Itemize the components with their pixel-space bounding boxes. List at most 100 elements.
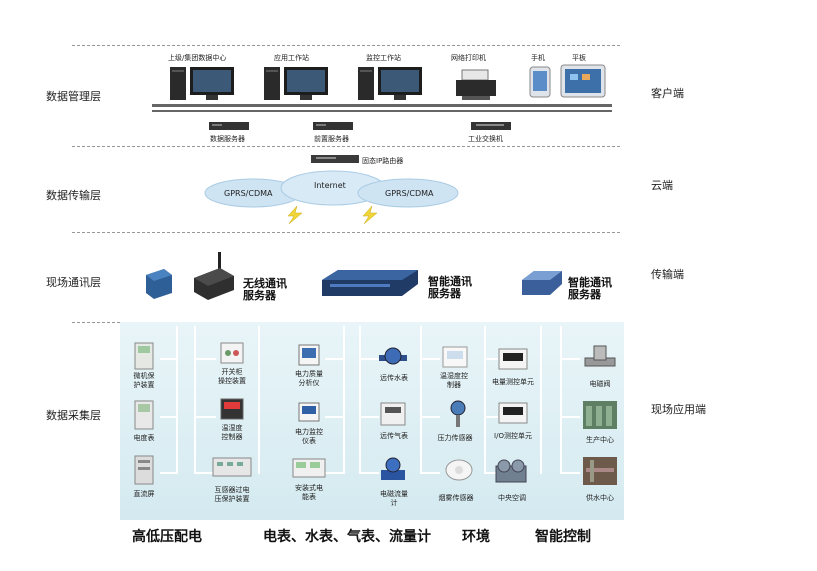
label-water-supply-center: 供水中心 [586, 494, 614, 502]
tablet-icon [560, 64, 606, 98]
connector-line [160, 472, 176, 474]
printer-icon [456, 69, 496, 100]
production-center-icon [583, 401, 617, 429]
transformer-protection-icon [212, 457, 252, 477]
label-flow-meter: 电磁流量 计 [380, 490, 408, 507]
connector-line [343, 326, 345, 474]
connector-line [361, 358, 379, 360]
wireless-server-icon [194, 252, 234, 300]
power-quality-analyzer-icon [298, 344, 320, 366]
dc-cabinet-icon [134, 455, 154, 485]
bottom-label-high-low-voltage: 高低压配电 [132, 529, 202, 545]
layer-label-data-management: 数据管理层 [46, 90, 101, 103]
flow-meter-icon [381, 457, 405, 480]
cloud-icon [204, 170, 459, 208]
label-phone: 手机 [531, 54, 545, 62]
label-energy-meter: 电度表 [133, 434, 155, 442]
connector-line [196, 358, 216, 360]
label-switchgear-controller: 开关柜 操控装置 [218, 368, 246, 385]
connector-line [422, 472, 440, 474]
power-monitor-meter-icon [298, 402, 320, 422]
bottom-label-meters: 电表、水表、气表、流量计 [263, 529, 431, 545]
label-central-ac: 中央空调 [498, 494, 526, 502]
connector-line [325, 472, 343, 474]
label-io-measure-unit: I/O测控单元 [494, 432, 532, 440]
connector-line [196, 416, 216, 418]
water-meter-icon [379, 347, 407, 365]
label-solenoid-valve: 电磁阀 [589, 380, 611, 388]
computer-icon [358, 67, 422, 100]
pressure-sensor-icon [450, 400, 466, 427]
wireless-signal-icon [287, 205, 303, 225]
connector-line [422, 358, 440, 360]
separator-1 [72, 146, 620, 147]
label-data-server: 数据服务器 [210, 135, 245, 143]
side-label-field-app: 现场应用端 [651, 403, 706, 416]
connector-line [562, 416, 580, 418]
wireless-signal-icon [362, 205, 378, 225]
label-microcomputer-protection: 微机保 护装置 [133, 372, 155, 389]
power-measure-unit-icon [498, 348, 528, 370]
label-temp-humidity-sensor: 温湿度控 制器 [440, 372, 468, 389]
connector-line [540, 326, 542, 474]
layer-label-field-communication: 现场通讯层 [46, 276, 101, 289]
connector-line [160, 358, 176, 360]
energy-meter-icon [134, 400, 154, 430]
label-power-quality-analyzer: 电力质量 分析仪 [295, 370, 323, 387]
connector-line [486, 358, 498, 360]
connector-line [325, 358, 343, 360]
connector-line [560, 326, 562, 474]
connector-line [176, 326, 178, 474]
separator-top [72, 45, 620, 46]
separator-2 [72, 232, 620, 233]
label-router: 固态IP路由器 [362, 157, 404, 165]
label-production-center: 生产中心 [586, 436, 614, 444]
connector-line [562, 472, 580, 474]
connector-line [361, 472, 379, 474]
label-gprs-right: GPRS/CDMA [385, 189, 434, 198]
label-network-printer: 网络打印机 [451, 54, 486, 62]
connector-line [160, 416, 176, 418]
protection-device-icon [134, 342, 154, 370]
gas-meter-icon [380, 402, 406, 426]
temp-humidity-sensor-icon [442, 346, 468, 368]
phone-icon [529, 66, 551, 98]
connector-line [359, 326, 361, 474]
connector-line [562, 358, 580, 360]
layer-label-data-transmission: 数据传输层 [46, 189, 101, 202]
water-supply-center-icon [583, 457, 617, 485]
server-icon [209, 122, 249, 130]
label-water-meter: 远传水表 [380, 374, 408, 382]
connector-line [361, 416, 379, 418]
label-power-measure-unit: 电量测控单元 [492, 378, 534, 386]
label-industrial-switch: 工业交换机 [468, 135, 503, 143]
label-temp-humidity-controller: 温湿度 控制器 [221, 424, 243, 441]
bottom-label-smart-control: 智能控制 [535, 529, 591, 545]
label-app-workstation: 应用工作站 [274, 54, 309, 62]
label-tablet: 平板 [572, 54, 586, 62]
connector-line [422, 416, 440, 418]
connector-line [420, 326, 422, 474]
central-ac-icon [495, 459, 527, 483]
router-icon [311, 155, 359, 163]
comm-module-icon [146, 269, 172, 299]
side-label-client: 客户端 [651, 87, 684, 100]
solenoid-valve-icon [584, 345, 616, 367]
connector-line [486, 472, 498, 474]
temp-humidity-controller-icon [220, 398, 244, 420]
label-wireless-server: 无线通讯 服务器 [243, 277, 287, 302]
label-monitor-workstation: 监控工作站 [366, 54, 401, 62]
server-icon [313, 122, 353, 130]
connector-line [325, 416, 343, 418]
label-gprs-left: GPRS/CDMA [224, 189, 273, 198]
smart-server-icon [322, 270, 418, 296]
lan-bus [152, 110, 612, 112]
label-installed-energy-meter: 安装式电 能表 [295, 484, 323, 501]
side-label-transmission: 传输端 [651, 268, 684, 281]
computer-icon [264, 67, 328, 100]
layer-label-data-collection: 数据采集层 [46, 409, 101, 422]
label-frontend-server: 前置服务器 [314, 135, 349, 143]
io-measure-unit-icon [498, 402, 528, 424]
label-internet: Internet [314, 181, 346, 190]
bottom-label-environment: 环境 [462, 529, 490, 545]
